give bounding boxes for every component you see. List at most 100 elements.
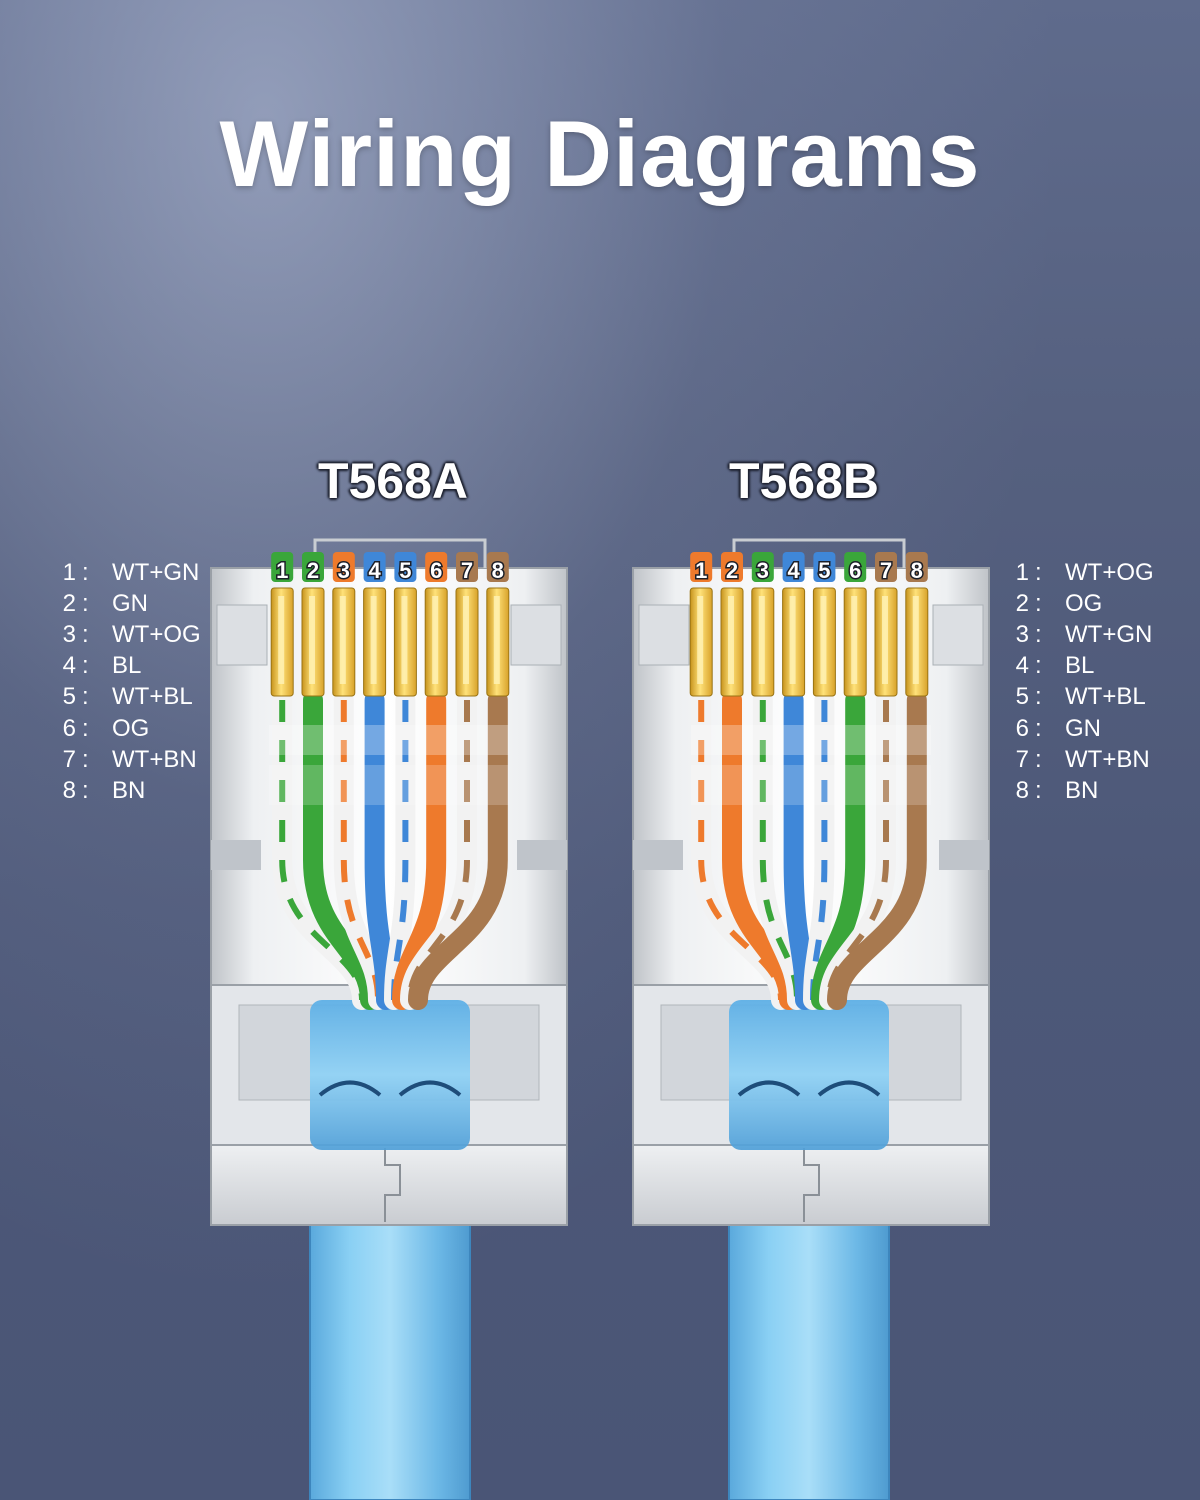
wire-tip: [456, 552, 478, 582]
wire-label: WT+OG: [112, 620, 201, 648]
pin-number: 1: [62, 558, 76, 586]
wire-tip: [425, 552, 448, 582]
wire-label: BL: [1065, 652, 1095, 680]
pin-number: 1: [1015, 558, 1029, 586]
pin-number-label: 5: [399, 558, 411, 583]
legend-row: 8:BN: [993, 775, 1154, 806]
wire-tip: [271, 552, 294, 582]
contact-highlight: [339, 596, 346, 684]
pin-number-label: 7: [461, 558, 473, 583]
shell-notch: [939, 840, 989, 870]
strain-relief-boot: [632, 1144, 990, 1226]
pin-number: 5: [62, 683, 76, 711]
pin-number: 3: [1015, 620, 1029, 648]
pin-number-label: 1: [695, 558, 707, 583]
separator: :: [1035, 683, 1042, 711]
legend-row: 8:BN: [40, 775, 201, 806]
pin-number: 4: [1015, 652, 1029, 680]
standard-label-t568a: T568A: [317, 453, 469, 509]
pin-number: 8: [62, 776, 76, 804]
legend-row: 7: WT+BN: [40, 744, 201, 775]
wire-label: GN: [112, 589, 148, 617]
boot-seam: [384, 1148, 401, 1222]
wire-label: WT+GN: [1065, 620, 1153, 648]
pin-number: 6: [1015, 714, 1029, 742]
wire-label: WT+BL: [112, 683, 193, 711]
jacket-fold: [737, 1080, 881, 1097]
wire-label: WT+OG: [1065, 558, 1154, 586]
legend-row: 4:BL: [993, 651, 1154, 682]
page-title: Wiring Diagrams: [219, 101, 981, 206]
contact-highlight: [370, 596, 377, 684]
pin-number-label: 6: [849, 558, 861, 583]
separator: :: [1035, 558, 1042, 586]
pin-number-label: 6: [430, 558, 442, 583]
pin-number: 8: [1015, 776, 1029, 804]
pin-number: 6: [62, 714, 76, 742]
separator: :: [82, 620, 89, 648]
pin-number-label: 2: [726, 558, 738, 583]
wire-insulation: [408, 690, 508, 1010]
contact-highlight: [309, 596, 315, 684]
separator: :: [1035, 714, 1042, 742]
crimp-band: [269, 725, 509, 755]
pin-number-label: 3: [338, 558, 350, 583]
wire-8: [408, 552, 510, 1010]
legend-t568a: 1:WT+GN 2:GN 3:WT+OG 4:BL 5:WT+BL 6:OG 7…: [40, 557, 201, 807]
separator: :: [82, 745, 89, 773]
wire-tip: [813, 552, 836, 582]
crimp-band: [691, 765, 931, 805]
cable-jacket: [729, 1000, 889, 1150]
standard-label-t568b: T568B: [728, 453, 880, 509]
contact-highlight: [820, 596, 827, 684]
legend-row: 6: GN: [993, 713, 1154, 744]
pin-number-label: 4: [787, 558, 800, 583]
wire-label: GN: [1065, 714, 1101, 742]
separator: :: [82, 652, 89, 680]
pin-number: 2: [1015, 589, 1029, 617]
pin-number-label: 2: [307, 558, 319, 583]
separator: :: [82, 776, 89, 804]
cable-jacket: [310, 1000, 470, 1150]
pin-number: 5: [1015, 683, 1029, 711]
contact-highlight: [789, 596, 796, 684]
pin-number: 7: [62, 745, 76, 773]
wire-8: [827, 552, 929, 1010]
contact-highlight: [882, 596, 888, 684]
separator: :: [1035, 745, 1042, 773]
wire-stripe: [279, 700, 365, 1001]
wire-tip: [905, 552, 928, 582]
pin-number: 7: [1015, 745, 1029, 773]
pin-number-label: 3: [757, 558, 769, 583]
crimp-band: [691, 725, 931, 755]
wire-6: [811, 552, 867, 1010]
pin-number: 4: [62, 652, 76, 680]
contact-highlight: [851, 596, 858, 684]
wire-tip: [751, 552, 774, 582]
pin-number-label: 8: [911, 558, 923, 583]
separator: :: [1035, 589, 1042, 617]
legend-row: 1:WT+GN: [40, 557, 201, 588]
wire-label: WT+BN: [112, 745, 197, 773]
legend-row: 5:WT+BL: [40, 682, 201, 713]
wire-tip: [332, 552, 355, 582]
shell-notch: [633, 840, 683, 870]
shell-side-tab: [932, 604, 984, 666]
strain-relief-boot: [210, 1144, 568, 1226]
wire-tip: [844, 552, 867, 582]
wire-tip: [782, 552, 805, 582]
pin-number: 3: [62, 620, 76, 648]
contact-highlight: [493, 596, 500, 684]
wire-label: BN: [1065, 776, 1099, 804]
contact-highlight: [697, 596, 704, 684]
wire-stripe: [698, 700, 784, 1001]
pin-number-label: 7: [880, 558, 892, 583]
wire-label: WT+GN: [112, 558, 200, 586]
contact-highlight: [758, 596, 765, 684]
wire-label: BL: [112, 652, 142, 680]
shell-side-tab: [638, 604, 690, 666]
pin-number-label: 8: [492, 558, 504, 583]
legend-row: 2:OG: [993, 588, 1154, 619]
